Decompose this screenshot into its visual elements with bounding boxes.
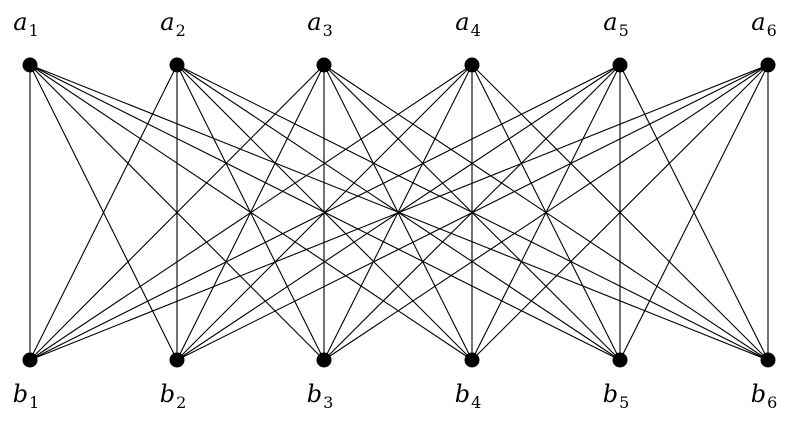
edge-a6-b2: [176, 64, 769, 361]
label-group: a1 a2 a3 a4 a5 a6 b1 b2 b3 b4 b5 b6: [13, 8, 778, 412]
node-b3: [316, 352, 332, 368]
label-b1: b1: [13, 380, 40, 412]
node-b5: [612, 352, 628, 368]
label-a5: a5: [603, 8, 629, 40]
node-b1: [22, 352, 38, 368]
node-b4: [464, 352, 480, 368]
edge-a3-b1: [29, 64, 325, 361]
edge-a6-b3: [323, 64, 769, 361]
label-b4: b4: [455, 380, 482, 412]
node-b6: [760, 352, 776, 368]
label-a1: a1: [13, 8, 39, 40]
edge-a4-b1: [29, 64, 473, 361]
node-a1: [22, 57, 38, 73]
node-a3: [316, 57, 332, 73]
label-a6: a6: [751, 8, 777, 40]
label-b2: b2: [160, 380, 187, 412]
label-a3: a3: [307, 8, 333, 40]
label-b5: b5: [603, 380, 630, 412]
node-a2: [169, 57, 185, 73]
label-b3: b3: [307, 380, 334, 412]
label-b6: b6: [751, 380, 778, 412]
label-a4: a4: [455, 8, 481, 40]
node-b2: [169, 352, 185, 368]
node-a4: [464, 57, 480, 73]
edge-a6-b4: [471, 64, 769, 361]
edge-a5-b1: [29, 64, 621, 361]
node-a5: [612, 57, 628, 73]
node-a6: [760, 57, 776, 73]
edge-a2-b1: [29, 64, 178, 361]
edge-group: [29, 64, 769, 361]
label-a2: a2: [160, 8, 186, 40]
node-group: [22, 57, 776, 368]
edge-a6-b5: [619, 64, 769, 361]
edge-a6-b1: [29, 64, 769, 361]
